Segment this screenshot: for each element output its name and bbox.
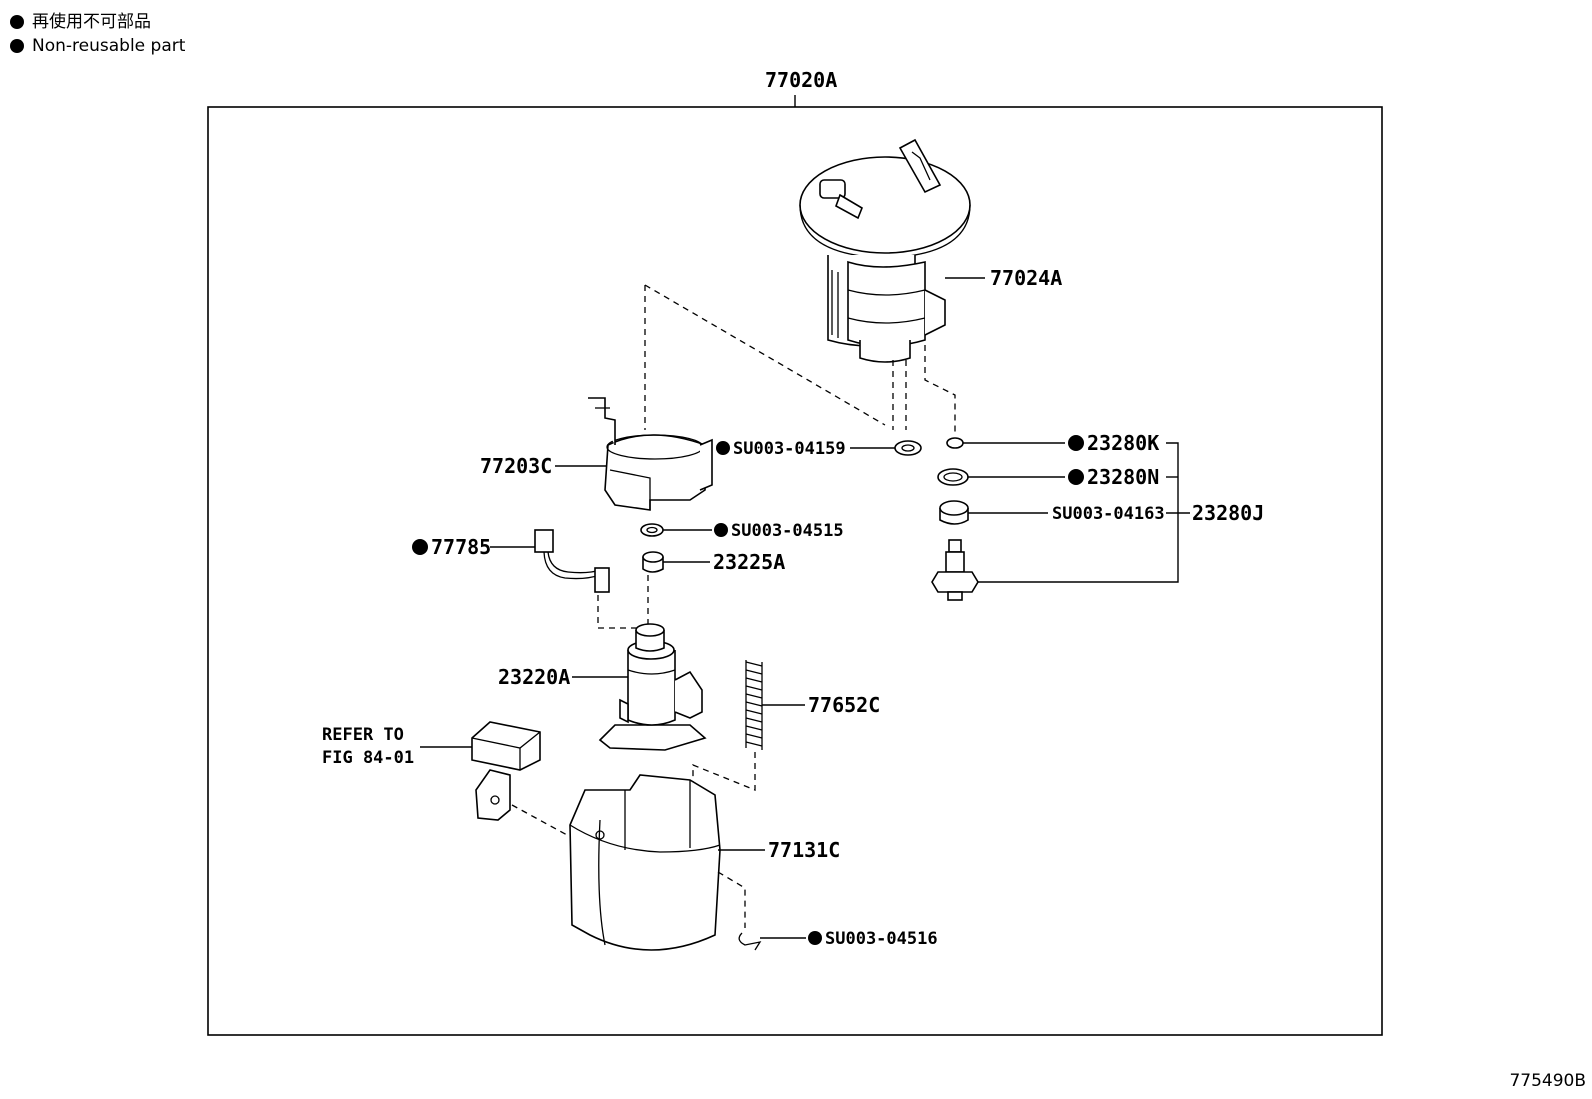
label-23220A: 23220A xyxy=(498,665,570,689)
part-SU003-04516-drawing xyxy=(738,932,762,951)
part-sender-gauge-drawing xyxy=(471,721,541,821)
legend: 再使用不可部品 Non-reusable part xyxy=(10,10,185,58)
label-23280J: 23280J xyxy=(1192,501,1264,525)
label-SU003-04163: SU003-04163 xyxy=(1052,504,1165,524)
part-77131C-drawing xyxy=(569,774,721,951)
label-SU003-04515: SU003-04515 xyxy=(731,521,844,541)
legend-row-ja: 再使用不可部品 xyxy=(10,10,185,34)
part-77024A-drawing xyxy=(799,138,971,363)
part-23280J-drawing xyxy=(931,539,979,601)
part-77785-drawing xyxy=(534,529,610,593)
drawing-id: 775490B xyxy=(1509,1071,1586,1091)
non-reusable-dot-icon xyxy=(10,39,24,53)
label-77652C: 77652C xyxy=(808,693,880,717)
label-77131C: 77131C xyxy=(768,838,840,862)
label-77785: 77785 xyxy=(431,535,491,559)
label-refer-line1: REFER TO xyxy=(322,725,404,745)
label-23280N: 23280N xyxy=(1087,465,1159,489)
label-77024A: 77024A xyxy=(990,266,1062,290)
legend-row-en: Non-reusable part xyxy=(10,34,185,58)
part-23280N-drawing xyxy=(937,468,969,486)
non-reusable-dot-icon xyxy=(1068,469,1084,485)
label-77203C: 77203C xyxy=(480,454,552,478)
part-23280K-drawing xyxy=(946,437,964,449)
part-SU003-04163-drawing xyxy=(939,500,969,516)
label-23225A: 23225A xyxy=(713,550,785,574)
legend-text-ja: 再使用不可部品 xyxy=(32,12,151,32)
non-reusable-dot-icon xyxy=(808,931,822,945)
non-reusable-dot-icon xyxy=(716,441,730,455)
part-77203C-drawing xyxy=(588,397,713,511)
label-SU003-04516: SU003-04516 xyxy=(825,929,938,949)
non-reusable-dot-icon xyxy=(1068,435,1084,451)
label-77020A: 77020A xyxy=(765,68,837,92)
label-23280K: 23280K xyxy=(1087,431,1159,455)
part-SU003-04159-drawing xyxy=(894,440,922,456)
part-77652C-drawing xyxy=(745,660,763,750)
part-SU003-04515-drawing xyxy=(640,523,664,537)
non-reusable-dot-icon xyxy=(10,15,24,29)
label-refer-line2: FIG 84-01 xyxy=(322,748,414,768)
label-SU003-04159: SU003-04159 xyxy=(733,439,846,459)
part-23220A-drawing xyxy=(598,623,707,751)
non-reusable-dot-icon xyxy=(412,539,428,555)
non-reusable-dot-icon xyxy=(714,523,728,537)
assembly-frame xyxy=(207,106,1383,1036)
legend-text-en: Non-reusable part xyxy=(32,36,186,56)
